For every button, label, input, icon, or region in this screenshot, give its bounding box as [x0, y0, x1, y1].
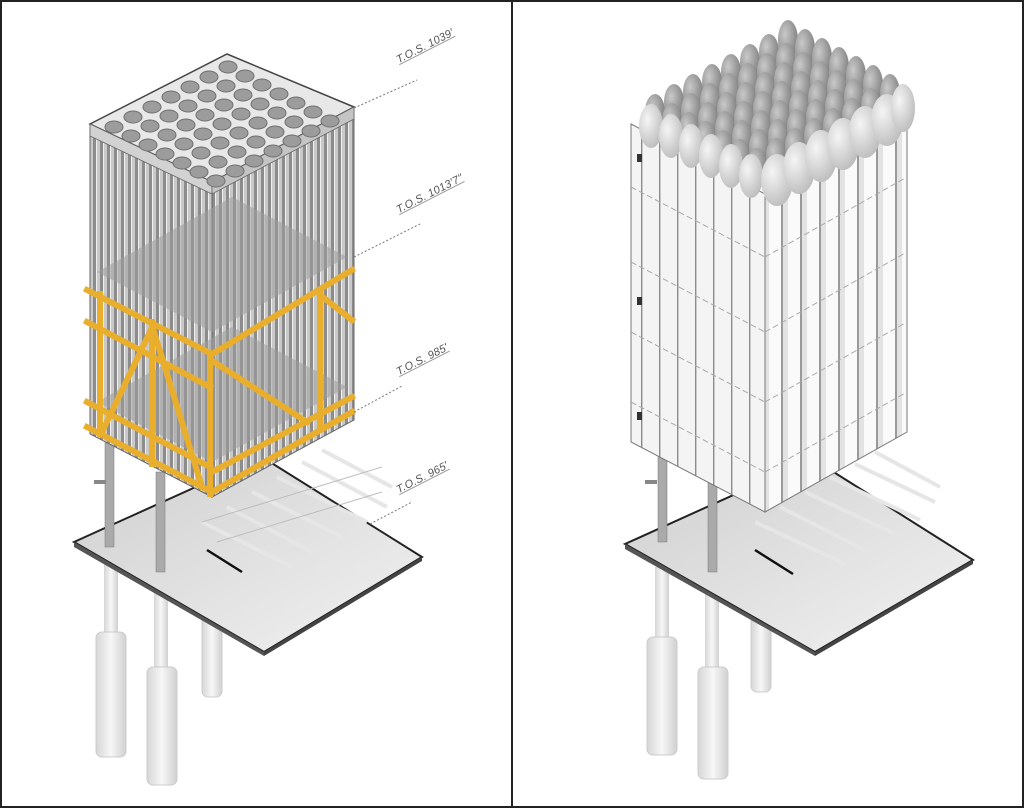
foundation-piers [646, 567, 772, 780]
bioreactor-tubes [104, 60, 340, 188]
leader-lines [353, 79, 421, 525]
edge-detail [754, 548, 794, 576]
roof-domes [639, 20, 915, 206]
cladding-view-panel [515, 2, 1024, 806]
bracket [637, 412, 642, 420]
yellow-bracing [82, 265, 357, 497]
bracket [637, 297, 642, 305]
structure-drawing [71, 53, 424, 786]
structure-view-panel: T.O.S. 1039' T.O.S. 1013'7" T.O.S. 985' … [2, 2, 513, 806]
base-deck [71, 455, 424, 656]
cantilever-racks [754, 450, 941, 566]
bracket [637, 154, 642, 162]
cladding-drawing [622, 20, 975, 780]
cladding-body [630, 113, 908, 513]
edge-detail [206, 548, 243, 574]
cantilever-racks [201, 448, 393, 569]
